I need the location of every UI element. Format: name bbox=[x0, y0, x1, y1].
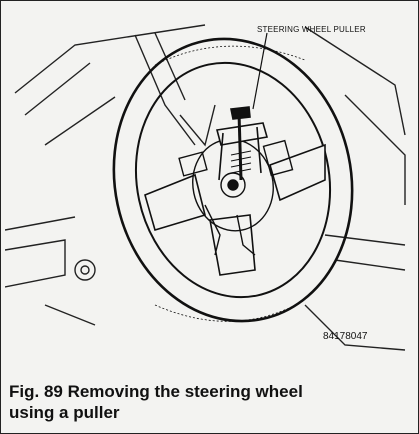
dashboard-lines bbox=[5, 24, 406, 351]
leader-line bbox=[252, 32, 268, 110]
steering-wheel-puller-label: STEERING WHEEL PULLER bbox=[257, 25, 366, 34]
caption-line-2: using a puller bbox=[9, 403, 120, 422]
steering-wheel-spokes bbox=[144, 143, 326, 276]
rim-grip-stitching bbox=[154, 45, 306, 322]
caption-line-1: Fig. 89 Removing the steering wheel bbox=[9, 382, 303, 401]
steering-wheel-illustration bbox=[5, 24, 406, 351]
puller-tool-illustration bbox=[215, 106, 269, 181]
figure-number: 84178047 bbox=[323, 331, 368, 342]
steering-wheel-rim bbox=[112, 37, 354, 323]
figure-caption: Fig. 89 Removing the steering wheel usin… bbox=[9, 381, 339, 423]
steering-hub bbox=[178, 138, 294, 256]
